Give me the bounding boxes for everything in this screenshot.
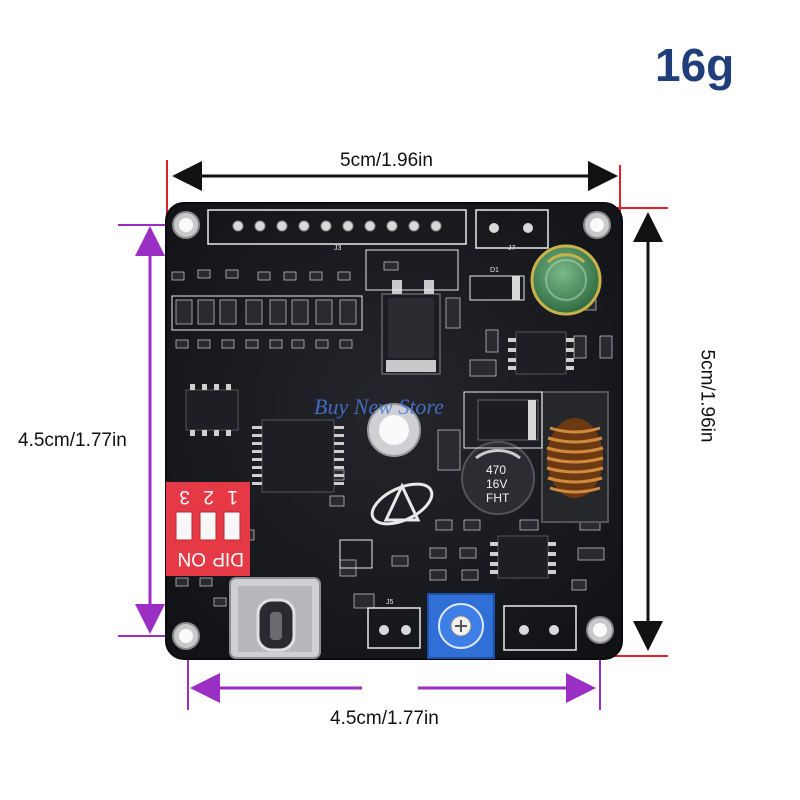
- board-logo: [370, 482, 434, 526]
- watermark-text: Buy New Store: [314, 394, 444, 419]
- silkscreen-outlines: [171, 249, 543, 569]
- dip-label-on: ON: [178, 548, 207, 569]
- capacitor-label-line1: 470: [486, 463, 506, 477]
- silk-j5: J5: [386, 599, 394, 606]
- silk-j7: J7: [508, 245, 516, 252]
- smd-components: [171, 261, 613, 609]
- dip-number-1: 1: [227, 486, 238, 507]
- weight-label: 16g: [655, 39, 735, 91]
- dimension-left-label: 4.5cm/1.77in: [18, 430, 127, 451]
- potentiometer[interactable]: [427, 593, 495, 659]
- dip-number-2: 2: [203, 486, 214, 507]
- pcb-board: J3 J7: [165, 202, 623, 660]
- silk-j3: J3: [334, 245, 342, 252]
- capacitor-label-line2: 16V: [486, 477, 507, 491]
- dip-switch[interactable]: 1 2 3 DIP ON: [166, 482, 250, 576]
- dip-number-3: 3: [179, 486, 190, 507]
- dimension-bottom-label: 4.5cm/1.77in: [330, 708, 439, 729]
- usb-c-connector[interactable]: [229, 577, 321, 659]
- dip-label-dip: DIP: [212, 548, 244, 569]
- electrolytic-capacitor-470uf: [461, 441, 535, 515]
- silk-d1: D1: [490, 267, 499, 274]
- capacitor-label-line3: FHT: [486, 491, 510, 505]
- header-j3-pins: [232, 220, 442, 232]
